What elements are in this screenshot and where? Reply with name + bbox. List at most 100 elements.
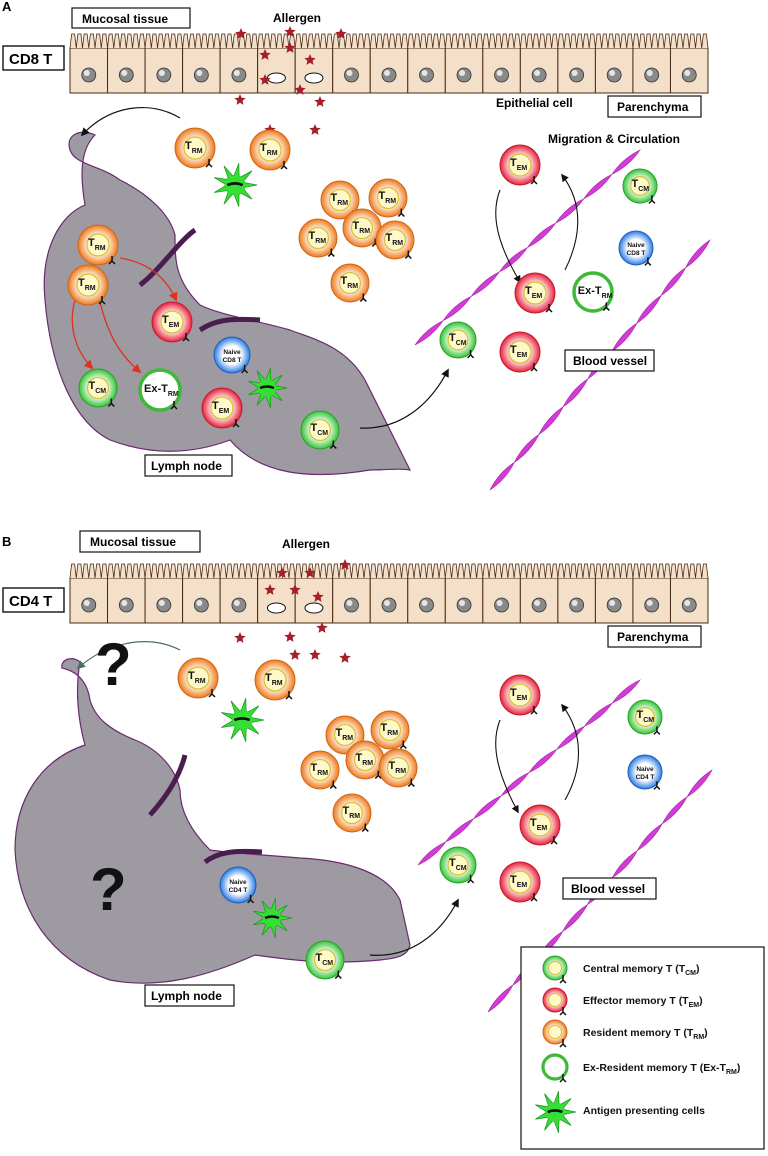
endothelial-cell [538,405,565,435]
tem-cell: TEM [499,674,541,716]
question-mark-2: ? [90,856,127,923]
epithelial-cell [519,563,559,624]
naive-label-line2: CD4 T [636,774,655,781]
blood-vessel-box-a [564,349,655,372]
endothelial-cell [501,771,530,796]
trm-cell: TRM [368,178,408,218]
epithelial-cell [482,563,521,624]
allergen-particle [259,49,271,60]
epithelial-cell [294,33,334,94]
legend: Central memory T (TCM)Effector memory T … [520,946,765,1150]
allergen-particle [264,584,276,595]
allergen-particle [314,96,326,107]
epithelial-cell [107,33,146,94]
parenchyma-label-a: Parenchyma [617,100,689,114]
endothelial-cell [660,266,687,296]
endothelial-cell [555,197,585,224]
legend-swatch [542,955,568,984]
lymph-node-b-fold2 [203,848,263,865]
epithelial-cell [407,563,446,624]
blood-vessel-a [414,149,711,491]
trm-cell: TRM [177,657,219,699]
allergen-label-a: Allergen [273,11,321,25]
allergen-particle [309,124,321,135]
allergen-particle [284,42,296,53]
epithelial-cell [369,33,409,94]
circulation-arrow-b1 [495,719,519,814]
arrow-node-to-vessel-b [369,898,459,956]
allergen-particle [312,591,324,602]
allergen-particle [316,622,328,633]
tcm-cell: TCM [439,321,477,359]
blood-vessel-box-b [562,877,657,900]
endothelial-cell [637,822,663,851]
cd4-box [2,587,65,613]
endothelial-cell [473,794,503,820]
endothelial-cell [612,849,639,878]
epithelial-cell [669,33,709,94]
tcm-cell: TCM [300,410,340,450]
antigen-presenting-cell [221,698,265,742]
epithelial-cell [294,563,334,624]
circulation-arrow-b2 [561,703,579,801]
tem-cell: TEM [201,387,243,429]
allergen-particle [304,54,316,65]
epithelial-cell [557,33,596,94]
epithelial-cell [182,563,221,624]
endothelial-cell [556,725,586,750]
allergen-particle [276,567,288,578]
epithelial-cell [332,563,371,624]
naive-label-line1: Naive [229,879,247,886]
trm-cell: TRM [342,208,382,248]
antigen-presenting-cell [252,898,293,938]
lymph-node-box-a [144,454,233,477]
epithelial-cell [369,563,409,624]
trm-cell: TRM [320,180,360,220]
migration-label: Migration & Circulation [548,132,680,146]
epithelial-cell [407,33,446,94]
legend-item: Effector memory T (TEM) [542,987,703,1016]
epithelial-cell [257,563,296,624]
mucosal-tissue-box-a [71,7,191,29]
endothelial-cell [611,322,638,352]
epithelial-cell [107,563,146,624]
lymph-node-a-fold2 [198,316,261,333]
question-mark-1: ? [95,631,132,698]
endothelial-cell [527,222,557,248]
tcm-cell: TCM [439,846,477,884]
endothelial-cell [445,818,475,843]
red-arrow-a1 [119,257,178,302]
epithelial-cell [144,33,184,94]
tcm-cell: TCM [627,699,663,735]
parenchyma-box-b [607,625,702,648]
ex-trm-cell: Ex-TRM [572,271,614,313]
arrow-tissue-to-node-b [76,641,181,670]
allergen-particle [284,631,296,642]
trm-cell: TRM [249,129,291,171]
tem-cell: TEM [499,331,541,373]
epithelial-cell [444,33,484,94]
epithelium-a [69,26,709,135]
lymph-node-label-b: Lymph node [151,989,222,1003]
epithelial-cell [557,563,596,624]
legend-label: Ex-Resident memory T (Ex-TRM) [583,1062,740,1076]
endothelial-cell [563,378,589,407]
ex-trm-cell: Ex-TRM [138,368,182,412]
epithelial-cell [632,563,671,624]
trm-cell: TRM [174,127,216,169]
epithelial-cell [594,563,634,624]
trm-cell: TRM [77,224,119,266]
epithelial-cell [257,33,296,94]
tcm-cell: TCM [305,940,345,980]
mucosal-tissue-label-a: Mucosal tissue [82,12,168,26]
legend-item: Antigen presenting cells [535,1091,705,1133]
panel-a-letter: A [2,0,12,14]
trm-cell: TRM [370,710,410,750]
endothelial-cell [414,319,444,346]
naive-label-line2: CD8 T [627,250,646,257]
endothelial-cell [686,769,713,798]
